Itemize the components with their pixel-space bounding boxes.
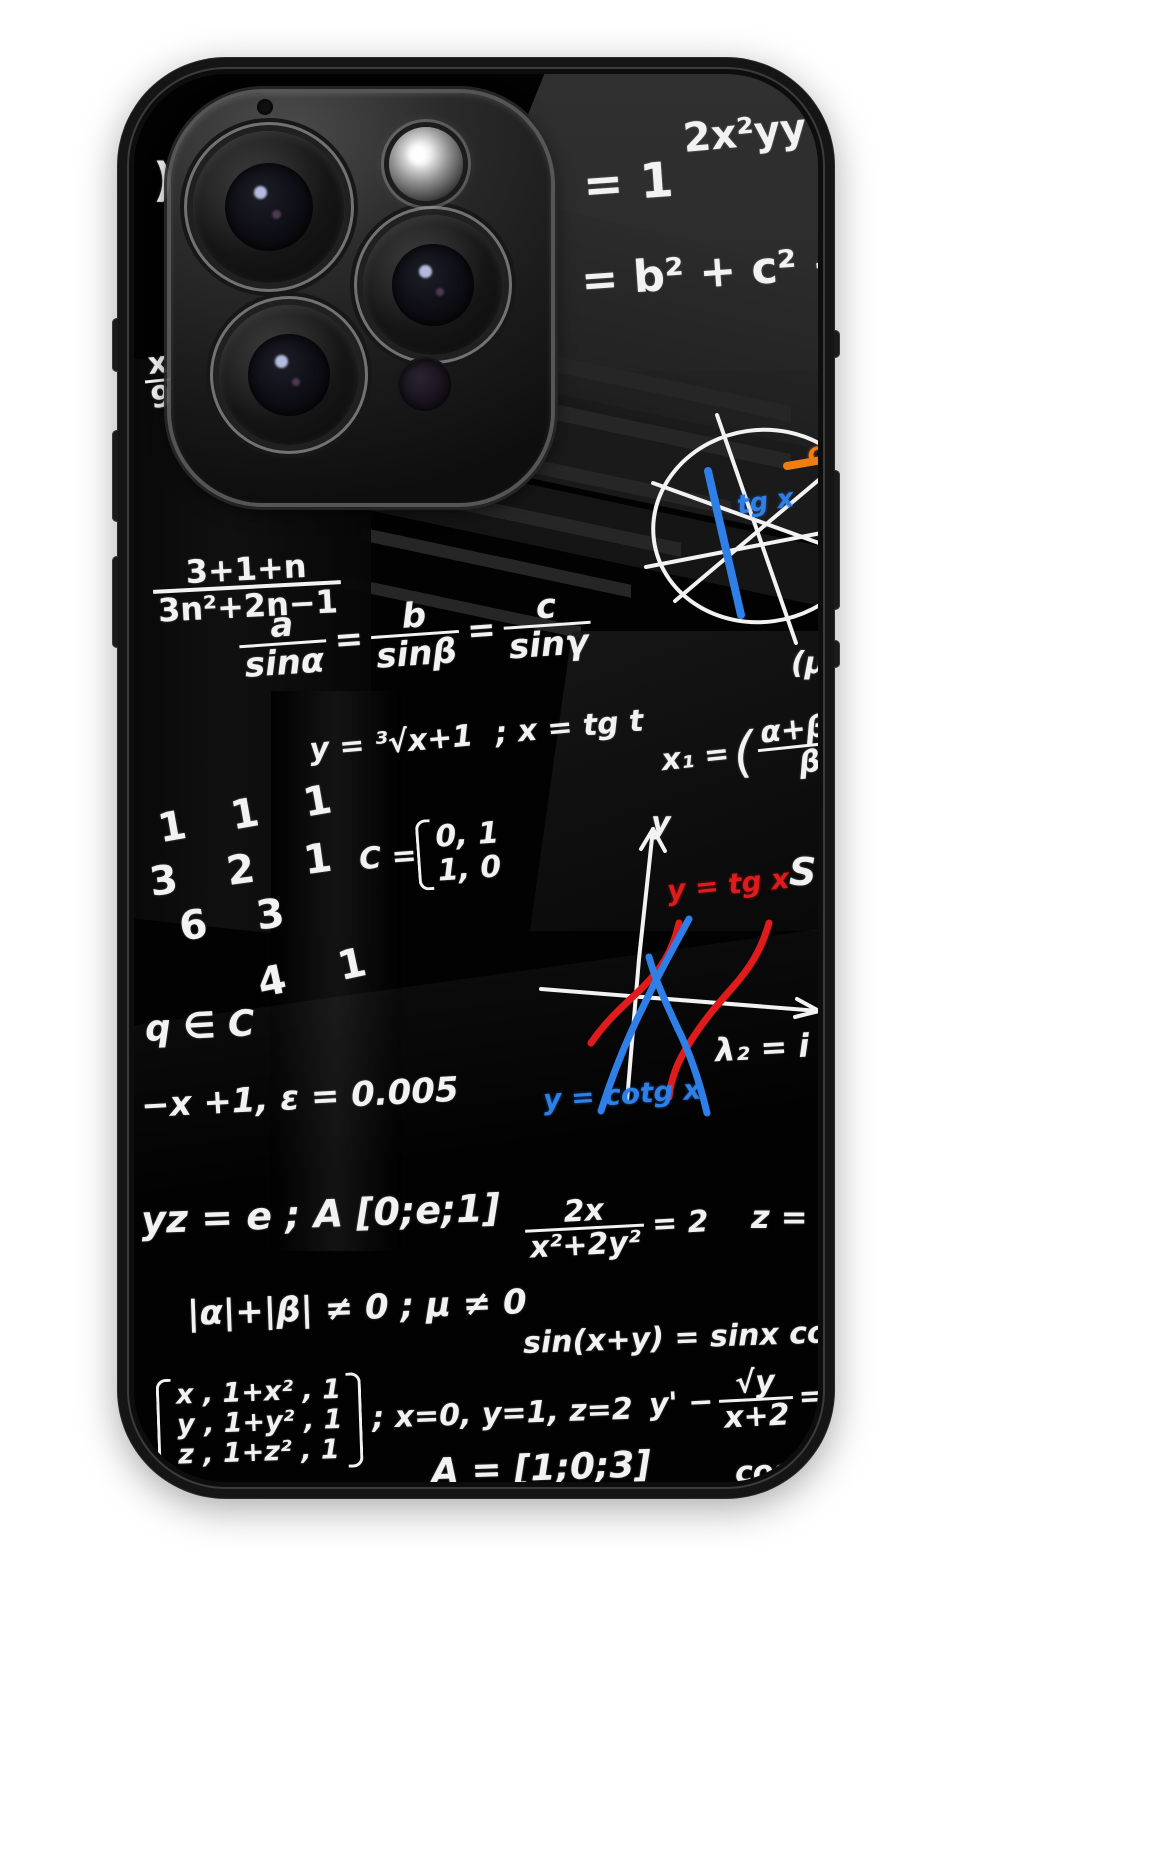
matrix3-right-bracket xyxy=(345,1372,365,1468)
matrix3-row-3: z , 1+z² , 1 xyxy=(177,1434,341,1472)
formula-z-equals: z = xyxy=(751,1198,808,1236)
sines-sin-gamma: sinγ xyxy=(503,620,594,667)
formula-equals-one: = 1 xyxy=(581,151,676,215)
formula-q-in-C: q ∈ C xyxy=(143,1003,256,1050)
formula-s-stray: S xyxy=(789,850,817,894)
formula-stray-paren: ) xyxy=(153,153,175,207)
formula-sin-sum: sin(x+y) = sinx cosy xyxy=(522,1314,821,1361)
lidar-scanner-icon xyxy=(399,359,451,411)
matrix-C-label: C = xyxy=(357,837,418,877)
yprime-den: x+2 xyxy=(719,1396,795,1436)
reflection-pane-vertical xyxy=(271,691,401,1251)
matrix3-values: ; x=0, y=1, z=2 xyxy=(371,1392,634,1437)
case-side-cutout-top xyxy=(831,330,840,358)
ultrawide-lens-glint-secondary xyxy=(291,377,301,387)
yprime-label: y' − xyxy=(648,1384,715,1423)
main-lens-glint xyxy=(253,185,268,200)
telephoto-camera-lens xyxy=(363,215,503,355)
main-camera-lens xyxy=(193,131,345,283)
sines-equals-1: = xyxy=(333,618,365,661)
twox-equals: = 2 xyxy=(651,1204,710,1243)
sines-equals-2: = xyxy=(465,609,498,652)
telephoto-lens-inner xyxy=(392,244,474,326)
ultrawide-camera-lens xyxy=(219,305,359,445)
formula-cos-phi: cosφ: xyxy=(734,1452,821,1485)
telephoto-lens-glint-secondary xyxy=(435,287,445,297)
yprime-equals: = xyxy=(797,1378,821,1415)
microphone-icon xyxy=(257,99,273,115)
main-lens-inner xyxy=(224,162,314,252)
side-power-button[interactable] xyxy=(831,470,840,610)
formula-alpha-beta-nonzero: |α|+|β| ≠ 0 ; μ ≠ 0 xyxy=(186,1282,528,1334)
x1-label: x₁ = xyxy=(659,736,732,779)
unit-circle-trig-diagram xyxy=(644,413,821,645)
twox-denominator: x²+2y² xyxy=(525,1223,646,1266)
glass-case-surface: = 1 2x²yy' = b² + c² − 2 x9 ) cotg x xyxy=(131,71,821,1485)
telephoto-lens-glint xyxy=(419,265,432,278)
formula-yz-equals-e: yz = e ; A [0;e;1] xyxy=(140,1185,501,1243)
graph-axis-y-label: y xyxy=(651,806,671,841)
ultrawide-lens-inner xyxy=(248,334,330,416)
volume-up-button[interactable] xyxy=(112,430,121,522)
formula-A-vector: A = [1;0;3] xyxy=(430,1444,652,1485)
x1-num: α+β+ xyxy=(758,706,821,751)
tangent-cotangent-graph xyxy=(539,827,821,1117)
label-tg-x: tg x xyxy=(735,483,796,521)
camera-module xyxy=(171,93,551,503)
fraction-numerator: x xyxy=(146,345,170,383)
flash-highlight xyxy=(408,144,429,164)
main-lens-glint-secondary xyxy=(272,210,282,220)
formula-two-x2yy: 2x²yy' xyxy=(681,104,821,162)
case-side-cutout-bottom xyxy=(831,640,840,668)
volume-down-button[interactable] xyxy=(112,556,121,648)
action-button[interactable] xyxy=(112,318,121,372)
phone-back-cover: = 1 2x²yy' = b² + c² − 2 x9 ) cotg x xyxy=(118,58,834,1498)
formula-lambda-two: λ₂ = i √ xyxy=(714,1025,821,1070)
sines-sin-beta: sinβ xyxy=(370,629,462,677)
formula-mu-stray: (μ xyxy=(791,646,821,681)
led-flash-icon xyxy=(389,127,463,201)
ultrawide-lens-glint xyxy=(275,355,288,368)
sines-sin-alpha: sinα xyxy=(239,639,330,686)
yprime-sqrt-y: √y xyxy=(734,1363,776,1402)
